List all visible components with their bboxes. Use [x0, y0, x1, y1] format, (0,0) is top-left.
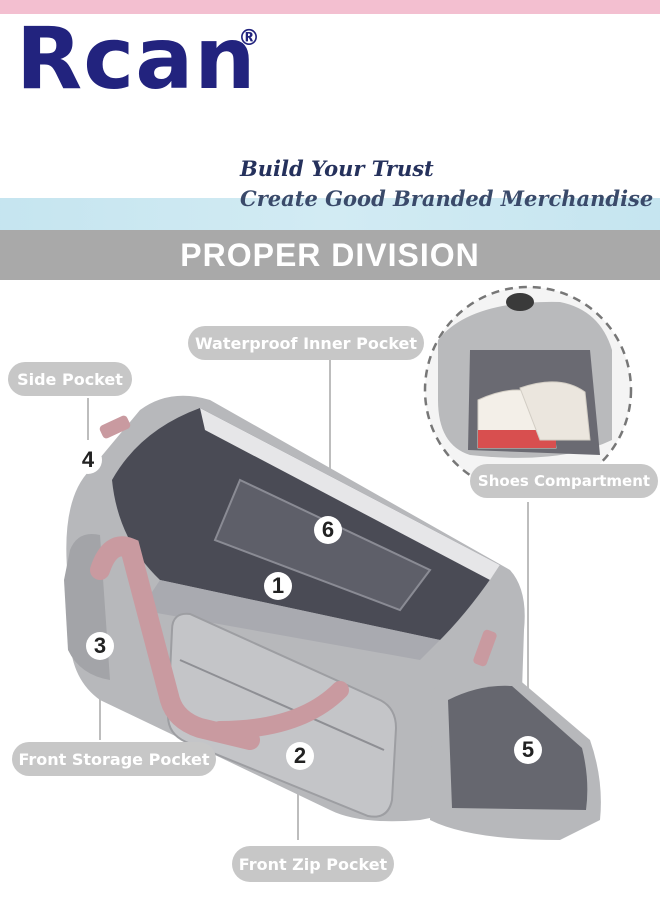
callout-front-zip-pocket: Front Zip Pocket	[232, 846, 394, 882]
tagline-band	[0, 198, 660, 230]
registered-mark: ®	[238, 26, 260, 51]
bag-body	[64, 395, 601, 840]
marker-5: 5	[514, 736, 542, 764]
tagline-line-1: Build Your Trust	[240, 156, 434, 181]
shoe-compartment-inset	[423, 285, 633, 495]
top-pink-stripe	[0, 0, 660, 14]
section-header: PROPER DIVISION	[0, 230, 660, 280]
marker-6: 6	[314, 516, 342, 544]
callout-side-pocket: Side Pocket	[8, 362, 132, 396]
callout-waterproof-inner-pocket: Waterproof Inner Pocket	[188, 326, 424, 360]
brand-logo: Rcan	[16, 9, 257, 109]
marker-4: 4	[74, 446, 102, 474]
callout-shoes-compartment: Shoes Compartment	[470, 464, 658, 498]
marker-2: 2	[286, 742, 314, 770]
callout-front-storage-pocket: Front Storage Pocket	[12, 742, 216, 776]
marker-3: 3	[86, 632, 114, 660]
marker-1: 1	[264, 572, 292, 600]
tagline-line-2: Create Good Branded Merchandise	[240, 186, 654, 211]
section-title: PROPER DIVISION	[180, 236, 480, 273]
duffel-bag-illustration	[64, 285, 633, 840]
